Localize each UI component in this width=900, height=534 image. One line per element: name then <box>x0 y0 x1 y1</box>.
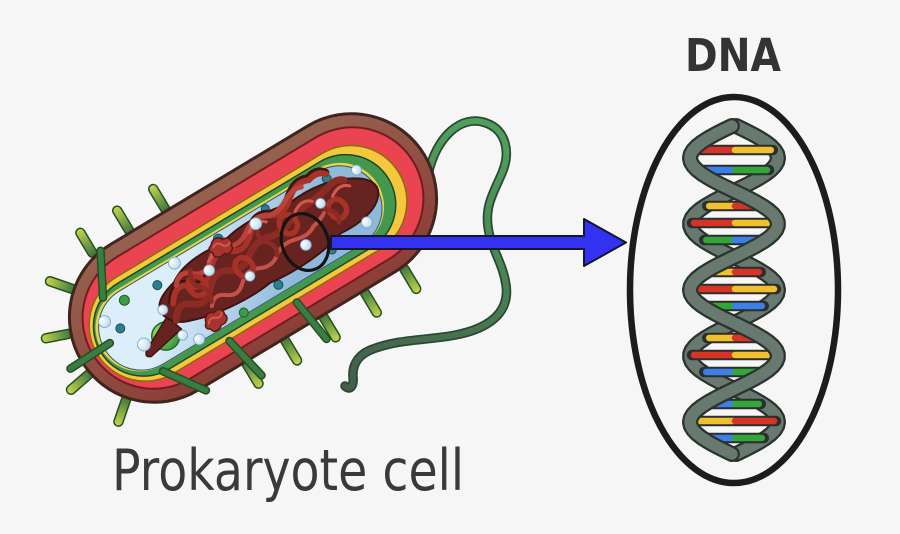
nucleoid-strand <box>185 196 350 299</box>
flagellum <box>340 116 512 393</box>
vesicle <box>193 333 206 346</box>
vesicle <box>249 217 263 231</box>
vesicles <box>98 164 373 352</box>
dna-strand-front <box>684 120 784 460</box>
vesicle <box>203 264 216 277</box>
pilus <box>39 327 75 345</box>
ribosome <box>238 307 249 318</box>
ribosome <box>152 280 163 291</box>
prokaryote-cell <box>39 112 439 429</box>
ribosome <box>118 294 130 306</box>
vesicle <box>299 239 312 251</box>
vesicle <box>137 337 151 352</box>
vesicle <box>177 329 189 341</box>
vesicle <box>157 304 169 316</box>
vesicle <box>360 216 373 229</box>
ribosome <box>115 323 126 334</box>
dna-label: DNA <box>685 29 781 82</box>
vesicle <box>244 270 256 282</box>
cell-label: Prokaryote cell <box>112 438 464 504</box>
dna-callout: DNA <box>626 29 842 487</box>
pilus <box>73 225 100 260</box>
vesicle <box>168 256 181 270</box>
dna-helix <box>682 118 786 462</box>
vesicle <box>98 315 111 328</box>
vesicle <box>351 164 362 176</box>
zoom-arrow <box>330 218 627 267</box>
vesicle <box>315 198 326 209</box>
dna-outline-ellipse <box>626 93 842 487</box>
callout-ellipse <box>279 212 331 272</box>
nucleoid-strand <box>209 211 326 309</box>
